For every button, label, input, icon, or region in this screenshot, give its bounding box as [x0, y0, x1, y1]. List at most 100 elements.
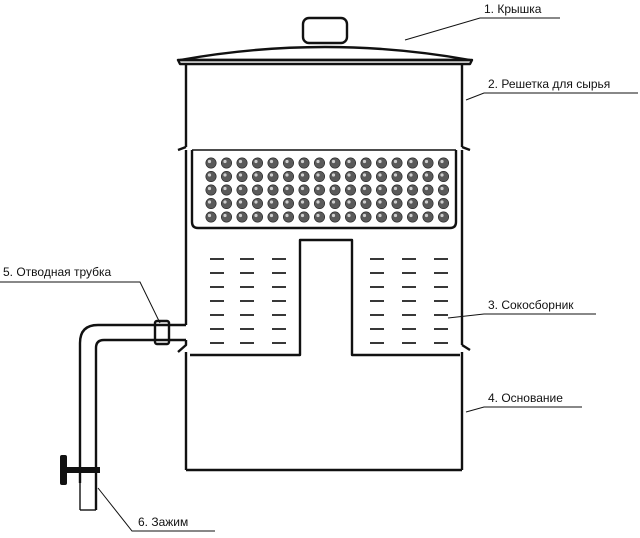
grate-hole-highlight [424, 200, 429, 204]
grate-hole [360, 198, 372, 210]
base-tier [184, 352, 464, 472]
label-collector: 3. Сокосборник [488, 298, 574, 312]
grate-hole [282, 211, 294, 223]
grate-hole [298, 157, 310, 169]
grate-hole-highlight [316, 173, 320, 177]
grate-hole [329, 211, 341, 223]
grate-hole [252, 211, 264, 223]
grate-hole [422, 171, 434, 183]
grate-hole-highlight [331, 213, 336, 218]
clamp-screw [64, 467, 100, 473]
grate-hole-highlight [347, 186, 351, 191]
grate-hole [437, 184, 449, 196]
grate-hole-highlight [378, 186, 382, 191]
grate-hole [267, 198, 279, 210]
grate-hole [221, 157, 233, 169]
grate-hole-highlight [316, 200, 320, 204]
grate-hole [298, 171, 310, 183]
grate-hole [313, 171, 325, 183]
grate-hole [344, 211, 356, 223]
grate-hole [344, 184, 356, 196]
grate-holes [205, 157, 449, 223]
grate-hole-highlight [285, 200, 289, 204]
grate-hole-highlight [362, 213, 367, 218]
grate-hole [437, 157, 449, 169]
grate-hole [252, 198, 264, 210]
grate-hole-highlight [254, 159, 258, 164]
grate-hole [406, 171, 418, 183]
grate-hole [375, 211, 387, 223]
grate-hole [360, 184, 372, 196]
grate-hole [252, 157, 264, 169]
grate-hole [205, 157, 217, 169]
grate-hole [344, 198, 356, 210]
grate-hole-highlight [207, 213, 212, 218]
grate-hole [221, 198, 233, 210]
grate-hole [236, 171, 248, 183]
grate-hole [267, 171, 279, 183]
grate-hole [344, 157, 356, 169]
grate-hole-highlight [424, 186, 429, 191]
grate-hole-highlight [238, 186, 243, 191]
grate-hole-highlight [316, 186, 320, 191]
lid [176, 16, 474, 66]
grate-hole [406, 211, 418, 223]
grate-hole-highlight [440, 200, 444, 204]
grate-hole [221, 184, 233, 196]
grate-hole-highlight [223, 200, 227, 204]
label-lid: 1. Крышка [484, 2, 542, 16]
grate-hole-highlight [362, 186, 367, 191]
grate-hole [205, 171, 217, 183]
grate-hole-highlight [393, 173, 398, 177]
grate-hole-highlight [269, 186, 274, 191]
grate-hole-highlight [269, 200, 274, 204]
grate-hole-highlight [393, 159, 398, 164]
grate-hole-highlight [238, 213, 243, 218]
clamp [60, 455, 100, 485]
grate-hole [391, 157, 403, 169]
grate-basket [190, 150, 458, 230]
grate-hole-highlight [285, 213, 289, 218]
grate-hole [422, 157, 434, 169]
grate-hole [406, 184, 418, 196]
grate-hole [422, 198, 434, 210]
grate-hole [313, 198, 325, 210]
grate-hole-highlight [238, 159, 243, 164]
grate-hole-highlight [223, 159, 227, 164]
grate-hole [236, 184, 248, 196]
grate-hole [298, 184, 310, 196]
grate-hole [236, 211, 248, 223]
grate-hole [236, 157, 248, 169]
leader-lines [0, 17, 638, 532]
grate-hole-highlight [347, 213, 351, 218]
grate-hole [391, 211, 403, 223]
grate-hole [437, 171, 449, 183]
grate-hole [282, 198, 294, 210]
grate-hole-highlight [254, 200, 258, 204]
grate-hole [437, 198, 449, 210]
grate-hole-highlight [347, 200, 351, 204]
grate-hole-highlight [207, 186, 212, 191]
grate-hole [205, 184, 217, 196]
grate-hole-highlight [269, 159, 274, 164]
grate-hole [329, 184, 341, 196]
grate-hole [391, 184, 403, 196]
grate-hole-highlight [378, 173, 382, 177]
grate-hole-highlight [409, 200, 413, 204]
grate-hole [375, 171, 387, 183]
grate-hole-highlight [409, 173, 413, 177]
label-tube: 5. Отводная трубка [3, 265, 112, 279]
grate-tier [177, 64, 471, 230]
label-base: 4. Основание [488, 391, 563, 405]
clamp-knob [60, 455, 67, 485]
grate-hole-highlight [285, 159, 289, 164]
grate-hole [252, 171, 264, 183]
grate-hole-highlight [207, 159, 212, 164]
grate-hole [360, 211, 372, 223]
grate-hole [375, 157, 387, 169]
grate-hole-highlight [393, 200, 398, 204]
grate-hole-highlight [300, 213, 305, 218]
grate-hole-highlight [300, 159, 305, 164]
grate-hole-highlight [316, 213, 320, 218]
grate-hole [391, 198, 403, 210]
